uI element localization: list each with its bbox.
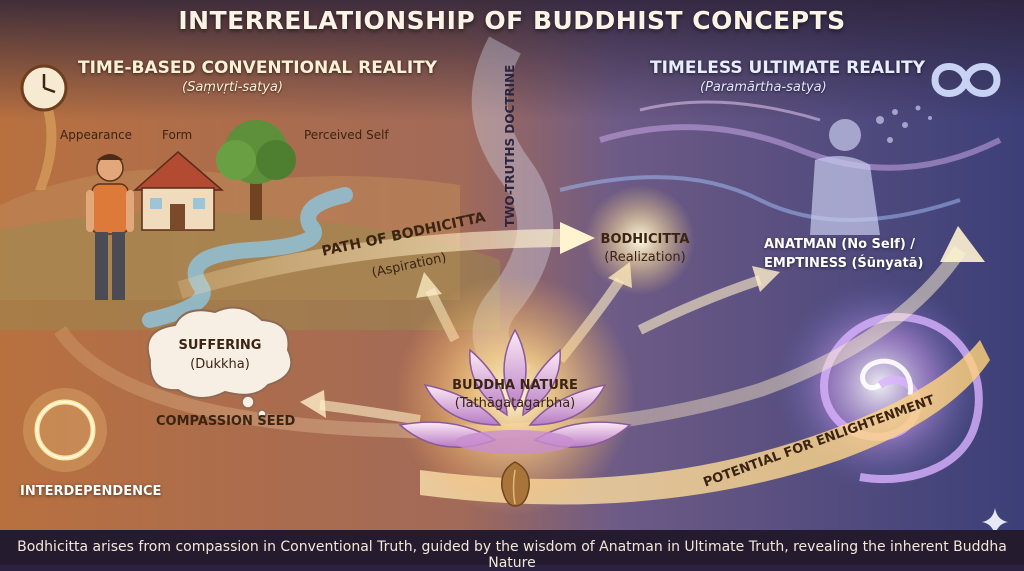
river bbox=[142, 187, 353, 328]
person-icon bbox=[86, 154, 134, 300]
bodhicitta-title: BODHICITTA bbox=[600, 232, 690, 247]
form-label: Form bbox=[162, 128, 193, 142]
ring-icon bbox=[23, 388, 107, 472]
suffering-subtitle: (Dukkha) bbox=[190, 357, 250, 372]
footer-bar bbox=[0, 530, 1024, 565]
lotus-icon bbox=[398, 328, 632, 454]
clock-icon bbox=[20, 64, 68, 190]
loop-arrowhead bbox=[940, 226, 985, 262]
interdependence-label: INTERDEPENDENCE bbox=[20, 484, 162, 499]
bodhicitta-subtitle: (Realization) bbox=[604, 250, 686, 265]
infinity-icon bbox=[931, 63, 1001, 97]
ultimate-heading: TIMELESS ULTIMATE REALITY bbox=[650, 58, 926, 78]
dissolving-figure-icon bbox=[810, 105, 932, 235]
sparkle-icon bbox=[982, 508, 1008, 536]
conventional-heading: TIME-BASED CONVENTIONAL REALITY bbox=[78, 58, 438, 78]
cosmic-swirls bbox=[559, 100, 1002, 222]
path-arrowhead bbox=[560, 222, 595, 254]
emptiness-label: EMPTINESS (Śūnyatā) bbox=[764, 256, 924, 271]
footer-caption: Bodhicitta arises from compassion in Con… bbox=[17, 539, 1007, 571]
buddha-nature-subtitle: (Tathāgatagarbha) bbox=[454, 396, 576, 411]
buddha-nature-title: BUDDHA NATURE bbox=[452, 378, 578, 393]
seed-icon bbox=[501, 461, 530, 507]
suffering-title: SUFFERING bbox=[178, 338, 262, 353]
conventional-subtitle: (Saṃvṛti-satya) bbox=[182, 80, 283, 95]
page-title: INTERRELATIONSHIP OF BUDDHIST CONCEPTS bbox=[178, 6, 846, 35]
bodhicitta-glow bbox=[585, 185, 695, 295]
cloud-icon bbox=[146, 306, 293, 419]
tree-icon bbox=[216, 120, 296, 220]
compassion-seed-label: COMPASSION SEED bbox=[156, 414, 296, 429]
house-icon bbox=[133, 151, 225, 231]
perceived-self-label: Perceived Self bbox=[304, 128, 389, 142]
two-truths-label: TWO-TRUTHS DOCTRINE bbox=[503, 64, 517, 227]
appearance-label: Appearance bbox=[60, 128, 133, 142]
ultimate-subtitle: (Paramārtha-satya) bbox=[700, 80, 827, 95]
path-arrow bbox=[177, 229, 561, 299]
anatman-label: ANATMAN (No Self) / bbox=[764, 237, 916, 252]
